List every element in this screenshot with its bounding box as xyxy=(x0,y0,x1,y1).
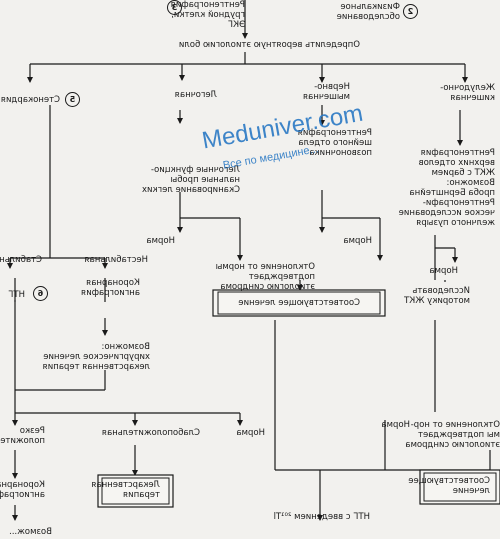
badge-3: 3 xyxy=(167,0,182,15)
gi-line-1: Рентгенография xyxy=(420,148,495,158)
gi-line-8: желчного пузыря xyxy=(416,218,495,228)
etiology-label: Определить вероятную этиологию боли xyxy=(178,40,360,50)
confirm2-line-1: Отклонение от нор- xyxy=(410,420,500,430)
ntg-thallium-label: НТГ с введением ²⁰¹Tl xyxy=(273,512,370,522)
confirm2-line-3: этиологию синдрома xyxy=(405,440,500,450)
strong-positive-label: Резко положительная xyxy=(0,426,45,446)
gi-line-3: ЖКТ с барием xyxy=(431,168,495,178)
category-stenocardia: Стенокардия xyxy=(0,95,60,105)
treatment2-label: Соответствующее лечение xyxy=(408,476,490,496)
possible-line-1: Возможно: xyxy=(101,342,150,352)
category-gi: Желудочно- кишечная xyxy=(440,83,495,103)
xray-line-2: грудной клетки, xyxy=(171,10,245,20)
treat2-line-1: Соответствующее xyxy=(408,476,490,486)
category-gi-line-2: кишечная xyxy=(450,93,495,103)
confirm2-label: Отклонение от нор- мы подтверждает этиол… xyxy=(405,420,500,450)
coronary2-line-2: ангиография xyxy=(0,490,45,500)
xray-line-3: ЭКГ xyxy=(227,20,245,30)
confirm-line-2: подтверждает xyxy=(248,272,315,282)
exam-label: Физикальное обследование xyxy=(337,2,400,22)
coronary-line-2: ангиография xyxy=(81,288,140,298)
norm-gi: Норма xyxy=(429,266,458,276)
confirm-line-1: Отклонение от нормы xyxy=(215,262,315,272)
gi-line-4: Возможно: xyxy=(446,178,495,188)
exam-line-2: обследование xyxy=(336,12,400,22)
possible-line-2: хирургическое лечение xyxy=(43,352,150,362)
motility-label: Исследовать моторику ЖКТ xyxy=(404,286,470,306)
possible2-label: Возмож... xyxy=(9,527,52,537)
drug-therapy-label: Лекарственная терапия xyxy=(91,480,160,500)
gi-tests-label: Рентгенография верхних отделов ЖКТ с бар… xyxy=(399,148,495,228)
norm-spine: Норма xyxy=(343,236,372,246)
motility-line-1: Исследовать xyxy=(412,286,470,296)
category-neuro-line-1: Нервно- xyxy=(314,82,350,92)
strong-pos-line-2: положительная xyxy=(0,436,45,446)
unstable-label: Нестабильная xyxy=(84,255,148,265)
coronary-line-1: Коронарная xyxy=(86,278,140,288)
category-neuro: Нервно- мышечная xyxy=(303,82,350,102)
strong-pos-line-1: Резко xyxy=(19,426,45,436)
possible-label: Возможно: хирургическое лечение лекарств… xyxy=(43,342,150,372)
exam-line-1: Физикальное xyxy=(340,2,400,12)
treatment-box-label: Соответствующее лечение xyxy=(238,298,360,308)
pft-line-3: Сканирование легких xyxy=(141,185,240,195)
badge-2: 2 xyxy=(403,4,418,19)
gi-line-2: верхних отделов xyxy=(418,158,495,168)
coronary2-line-1: Коронарная xyxy=(0,480,45,490)
motility-line-2: моторику ЖКТ xyxy=(404,296,470,306)
drug-line-2: терапия xyxy=(123,490,160,500)
weak-positive-label: Слабоположительная xyxy=(101,428,200,438)
gi-line-7: ческое исследование xyxy=(398,208,495,218)
coronary-label: Коронарная ангиография xyxy=(81,278,140,298)
category-gi-line-1: Желудочно- xyxy=(440,83,495,93)
confirm2-line-2: мы подтверждает xyxy=(418,430,500,440)
category-neuro-line-2: мышечная xyxy=(302,92,350,102)
stable-label: Стабильная xyxy=(0,255,42,265)
badge-6: 6 xyxy=(33,286,48,301)
xray-label: Рентгенография грудной клетки, ЭКГ xyxy=(171,0,245,30)
treat2-line-2: лечение xyxy=(452,486,490,496)
ntg-label: НТГ xyxy=(8,290,25,300)
possible-line-3: лекарственная терапия xyxy=(42,362,150,372)
badge-5: 5 xyxy=(65,92,80,107)
confirm-line-3: этиологию синдрома xyxy=(220,282,315,292)
gi-line-6: Рентгенографи- xyxy=(422,198,495,208)
coronary2-label: Коронарная ангиография xyxy=(0,480,45,500)
norm-test-label: Норма xyxy=(236,428,265,438)
confirm-etiology-label: Отклонение от нормы подтверждает этиолог… xyxy=(216,262,315,292)
gi-line-5: проба Бернштейна xyxy=(409,188,495,198)
drug-line-1: Лекарственная xyxy=(91,480,160,490)
category-pulm: Легочная xyxy=(174,90,217,100)
pft-line-2: нальные пробы xyxy=(170,175,240,185)
norm-pft: Норма xyxy=(146,236,175,246)
